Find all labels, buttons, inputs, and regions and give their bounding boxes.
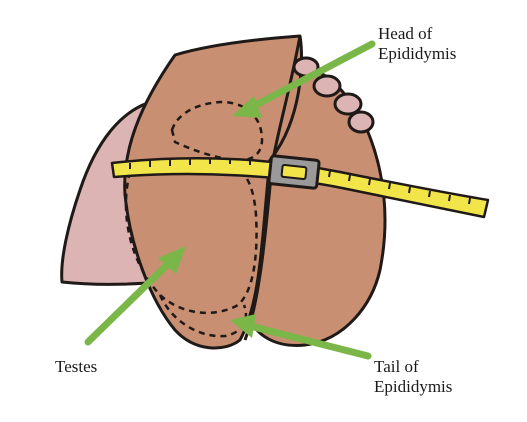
epididymis-head-outline: [170, 100, 264, 162]
label-tail-line2: Epididymis: [374, 377, 453, 396]
label-testes: Testes: [55, 357, 97, 377]
tape-tick-marks: [129, 158, 471, 205]
finger-4: [347, 110, 375, 134]
arrow-testes: [84, 246, 186, 346]
arrow-tail-of-epididymis: [230, 314, 372, 360]
label-head-line1: Head of: [378, 24, 433, 43]
finger-3: [333, 92, 363, 116]
tape-buckle: [267, 154, 321, 190]
label-tail-of-epididymis: Tail of Epididymis: [374, 357, 452, 397]
label-head-line2: Epididymis: [378, 44, 457, 63]
epididymis-tail-outline: [158, 294, 248, 338]
arrow-head-of-epididymis: [232, 40, 376, 118]
label-testes-text: Testes: [55, 357, 98, 376]
finger-2: [312, 74, 342, 98]
measuring-tape: [110, 156, 490, 219]
label-head-of-epididymis: Head of Epididymis: [378, 24, 456, 64]
label-tail-line1: Tail of: [374, 357, 419, 376]
